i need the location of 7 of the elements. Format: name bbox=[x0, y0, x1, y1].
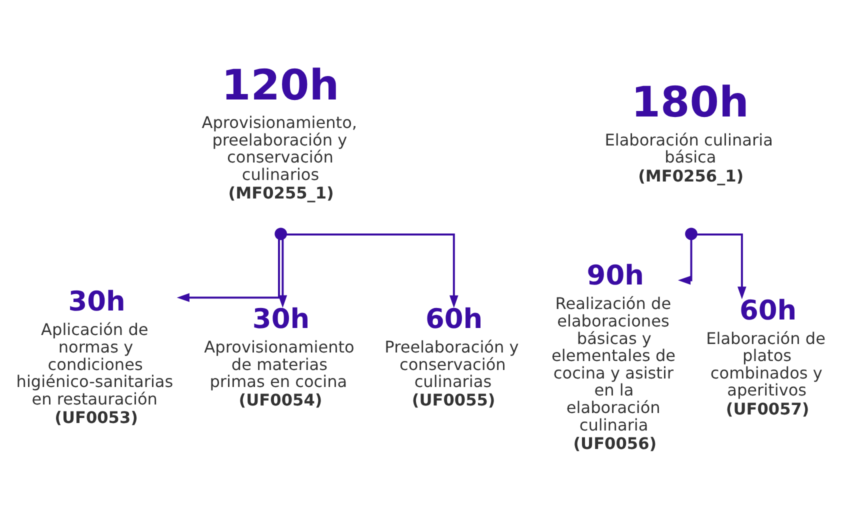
node-text: 60h Preelaboración y conservación culinarias (UF0055) bbox=[384, 304, 519, 410]
node-text: 180h Elaboración culinaria básica (MF0256_1) bbox=[604, 78, 773, 186]
node-text: 60h Elaboración de platos combinados y aperitivos (UF0057) bbox=[706, 295, 826, 418]
node-text: 30h Aprovisionamiento de materias primas en cocina (UF0054) bbox=[204, 304, 354, 410]
node-text: 90h Realización de elaboraciones básicas y elementales de cocina y asistir en la elaboración culinaria (UF0056) bbox=[552, 260, 676, 453]
node-text: 120h Aprovisionamiento, preelaboración y conservación culinarios (MF0255_1) bbox=[202, 60, 358, 203]
node-text: 30h Aplicación de normas y condiciones higiénico-sanitarias en restauración (UF0053) bbox=[16, 286, 174, 427]
